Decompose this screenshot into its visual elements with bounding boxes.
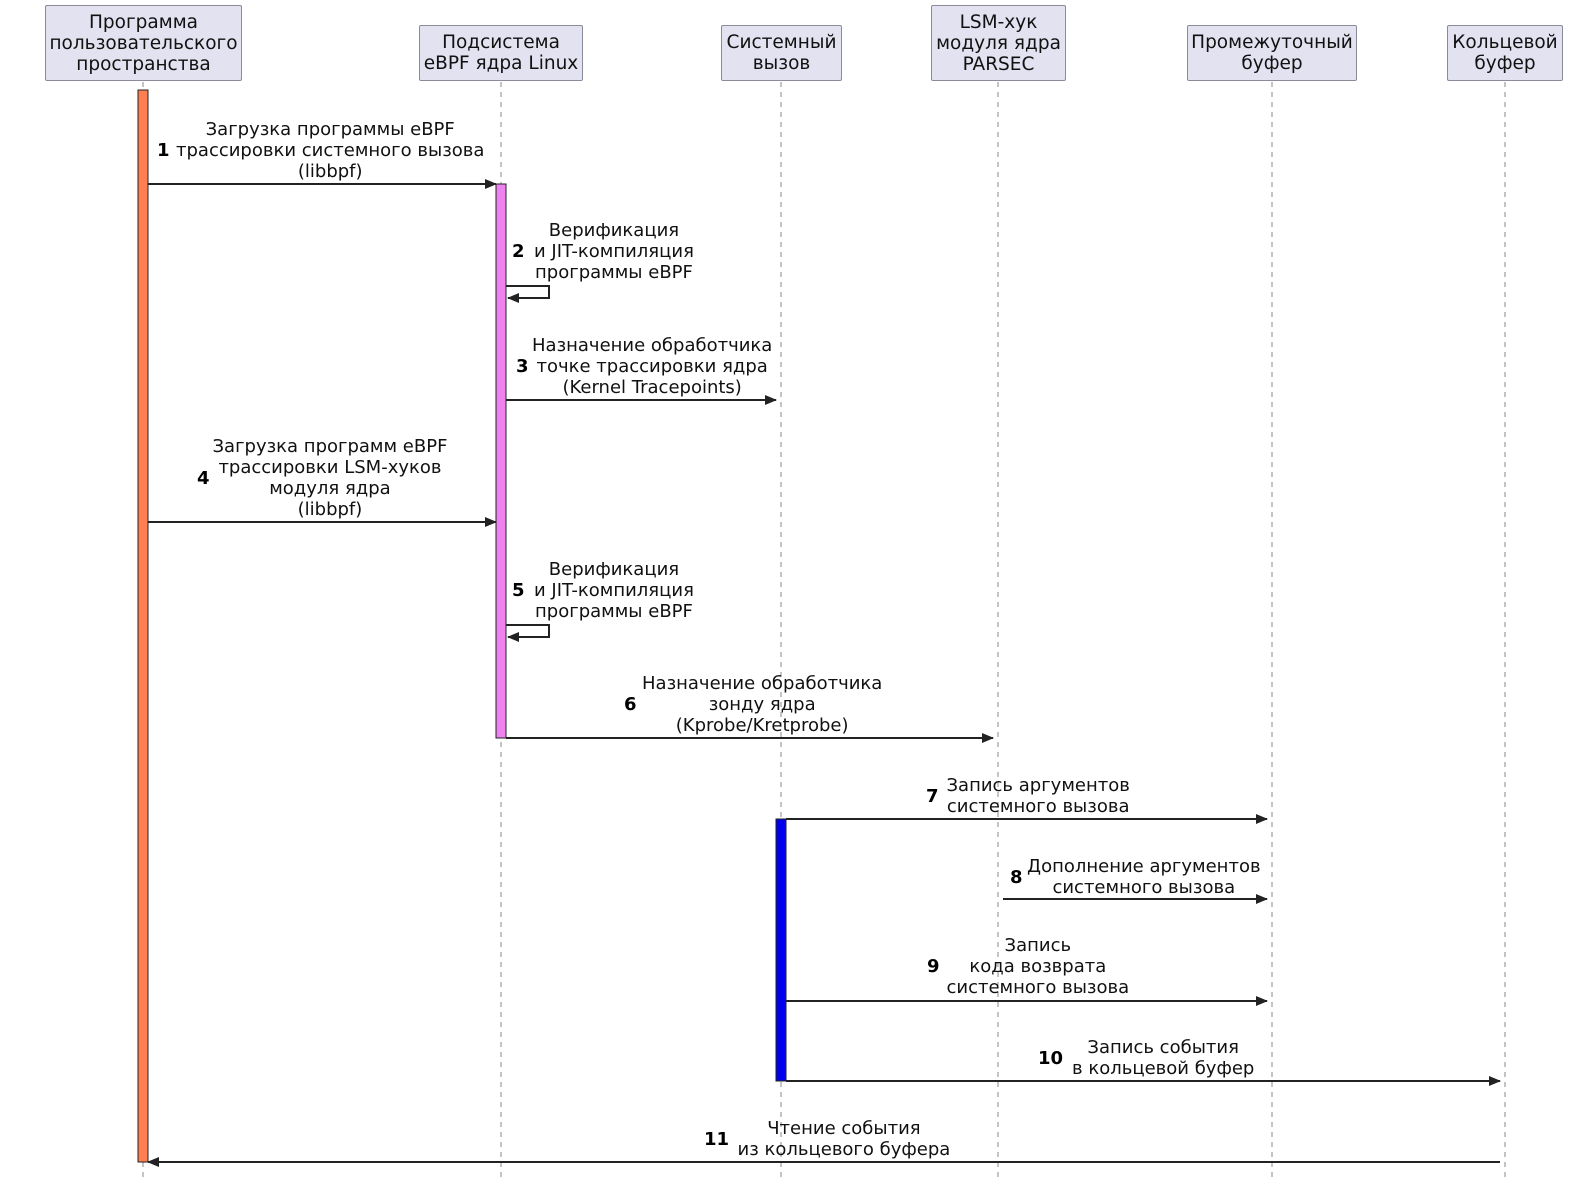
- message-label-line: (libbpf): [297, 161, 363, 182]
- participant-label-line: Кольцевой: [1452, 32, 1558, 53]
- message-label-line: Верификация: [548, 559, 680, 580]
- message-label-line: зонду ядра: [708, 694, 816, 715]
- participant-label-line: пространства: [76, 53, 211, 75]
- message-label-line: модуля ядра: [269, 478, 391, 499]
- message-label-line: и JIT-компиляция: [534, 580, 694, 601]
- message-label-line: трассировки системного вызова: [176, 140, 485, 161]
- message-label-line: Запись: [1004, 935, 1072, 956]
- participant-label-line: буфер: [1474, 53, 1536, 74]
- participant-label-line: Промежуточный: [1191, 32, 1353, 53]
- message-label-line: (Kprobe/Kretprobe): [675, 715, 849, 736]
- message-label-line: Чтение события: [767, 1118, 921, 1139]
- message-number-5: 5: [512, 580, 525, 601]
- message-number-6: 6: [624, 694, 637, 715]
- participant-label-line: Подсистема: [442, 32, 560, 53]
- message-number-8: 8: [1010, 866, 1023, 888]
- message-label-line: в кольцевой буфер: [1072, 1058, 1255, 1079]
- message-label-line: Дополнение аргументов: [1027, 856, 1261, 877]
- participant-label-line: Программа: [88, 11, 199, 33]
- self-message-arrow-5: [506, 624, 550, 642]
- message-label-line: (Kernel Tracepoints): [562, 377, 742, 398]
- message-label-line: программы eBPF: [535, 601, 693, 622]
- participant-label-line: Системный: [726, 32, 837, 53]
- message-number-2: 2: [512, 241, 525, 262]
- message-number-1: 1: [157, 140, 170, 161]
- message-number-7: 7: [926, 785, 939, 807]
- message-label-line: Верификация: [548, 220, 680, 241]
- message-label-line: системного вызова: [1052, 877, 1236, 898]
- message-label-line: системного вызова: [946, 796, 1130, 817]
- participant-label-line: пользовательского: [49, 32, 238, 54]
- message-number-4: 4: [197, 467, 210, 489]
- message-label-line: Загрузка программ eBPF: [212, 436, 448, 457]
- message-label-line: Назначение обработчика: [532, 335, 773, 356]
- message-number-9: 9: [927, 956, 940, 977]
- participant-label-line: PARSEC: [962, 53, 1035, 75]
- activation-bar-ebpf: [495, 183, 507, 739]
- message-label-line: системного вызова: [946, 977, 1130, 998]
- participant-label-line: eBPF ядра Linux: [423, 53, 579, 74]
- participant-label-line: LSM-хук: [959, 11, 1038, 33]
- message-label-line: из кольцевого буфера: [737, 1139, 951, 1160]
- message-label-line: Запись события: [1087, 1037, 1239, 1058]
- message-label-line: кода возврата: [969, 956, 1107, 977]
- activation-bar-syscall: [775, 818, 787, 1082]
- message-number-11: 11: [704, 1128, 730, 1150]
- self-message-arrow-2: [506, 285, 550, 303]
- message-label-line: и JIT-компиляция: [534, 241, 694, 262]
- participant-label-line: модуля ядра: [936, 32, 1061, 54]
- message-label-line: программы eBPF: [535, 262, 693, 283]
- message-label-line: (libbpf): [297, 499, 363, 520]
- message-label-line: Загрузка программы eBPF: [205, 119, 455, 140]
- activation-bar-user: [137, 89, 149, 1163]
- message-number-10: 10: [1038, 1047, 1064, 1069]
- message-label-line: Назначение обработчика: [642, 673, 883, 694]
- participant-label-line: вызов: [752, 53, 811, 74]
- message-label-line: точке трассировки ядра: [536, 356, 768, 377]
- message-label-line: трассировки LSM-хуков: [218, 457, 442, 478]
- participant-label-line: буфер: [1241, 53, 1303, 74]
- message-label-line: Запись аргументов: [946, 775, 1130, 796]
- message-number-3: 3: [516, 356, 529, 377]
